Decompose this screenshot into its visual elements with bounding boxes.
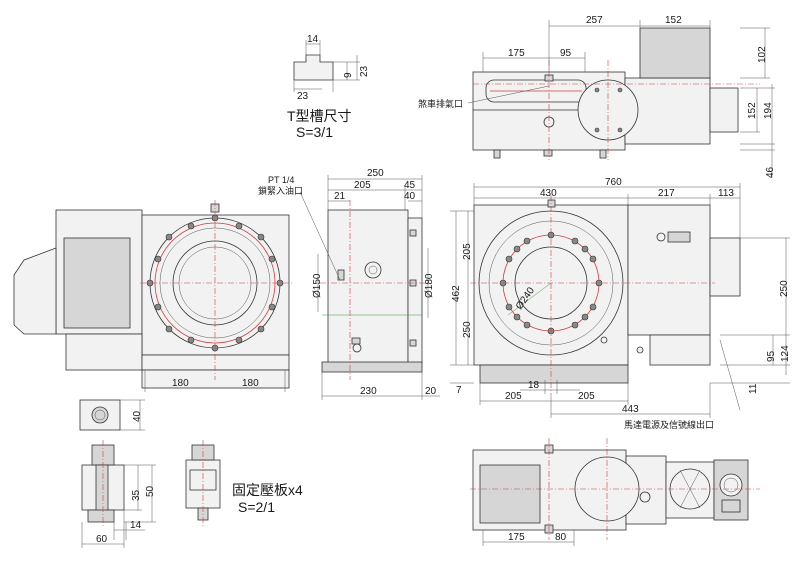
dim-r11: 11 xyxy=(748,383,759,394)
front-view-right: 760 430 217 113 205 462 250 Ø240 250 95 … xyxy=(450,177,791,430)
dim-r205b: 205 xyxy=(578,391,595,402)
dim-mid205: 205 xyxy=(354,180,371,191)
dim-r205a: 205 xyxy=(505,391,522,402)
dim-r430: 430 xyxy=(540,188,557,199)
dim-top194: 194 xyxy=(763,102,774,119)
dim-mid45: 45 xyxy=(404,180,416,191)
dim-b175: 175 xyxy=(508,532,525,543)
dim-r443: 443 xyxy=(622,404,639,415)
dim-c60: 60 xyxy=(96,534,108,545)
dim-left180a: 180 xyxy=(172,378,189,389)
dim-r113: 113 xyxy=(718,188,734,199)
dim-r124: 124 xyxy=(780,345,791,362)
dim-mid250: 250 xyxy=(367,168,384,179)
clamp-scale: S=2/1 xyxy=(238,499,275,515)
dim-c50: 50 xyxy=(145,485,156,497)
dim-top175: 175 xyxy=(508,48,525,59)
dim-r95: 95 xyxy=(766,350,777,362)
clamp-detail: 40 35 50 14 60 固定壓板x4 S=2/1 xyxy=(79,399,303,548)
dim-t23b: 23 xyxy=(359,65,370,77)
dim-r217: 217 xyxy=(658,188,675,199)
dim-r205v: 205 xyxy=(462,243,473,260)
dim-top102: 102 xyxy=(757,46,768,63)
dim-mid20: 20 xyxy=(425,386,437,397)
dim-mid21: 21 xyxy=(334,191,346,202)
dim-top152: 152 xyxy=(665,15,682,26)
dim-top152v: 152 xyxy=(747,102,758,119)
dim-mid150: Ø150 xyxy=(312,273,323,298)
motor-outlet-label: 馬達電源及信號線出口 xyxy=(624,419,714,430)
dim-mid40: 40 xyxy=(404,191,416,202)
dim-c35: 35 xyxy=(131,489,142,501)
dim-r462: 462 xyxy=(451,285,462,302)
dim-mid230: 230 xyxy=(360,386,377,397)
t-slot-detail: 14 23 9 23 T型槽尺寸 S=3/1 xyxy=(287,34,370,140)
dim-c40: 40 xyxy=(132,410,143,422)
front-view-left: 180 180 xyxy=(13,200,292,392)
t-slot-title: T型槽尺寸 xyxy=(287,108,352,124)
dim-c14: 14 xyxy=(130,520,142,531)
dim-top95: 95 xyxy=(560,48,572,59)
dim-r760: 760 xyxy=(605,177,622,188)
t-slot-scale: S=3/1 xyxy=(296,124,333,140)
pt-label-2: 鎖緊入油口 xyxy=(258,185,303,196)
clamp-title: 固定壓板x4 xyxy=(232,482,303,498)
dim-t23a: 23 xyxy=(297,91,309,102)
dim-b80: 80 xyxy=(555,532,567,543)
pt-label-1: PT 1/4 xyxy=(268,175,294,185)
brake-vent-label: 煞車排氣口 xyxy=(418,98,463,109)
dim-mid180: Ø180 xyxy=(424,273,435,298)
dim-r250v: 250 xyxy=(462,321,473,338)
dim-t14: 14 xyxy=(307,34,319,45)
dim-r250r: 250 xyxy=(779,280,790,297)
dim-top46: 46 xyxy=(765,166,776,178)
dim-r7: 7 xyxy=(456,385,462,396)
dim-t9: 9 xyxy=(343,72,354,78)
dim-left180b: 180 xyxy=(242,378,259,389)
top-view: 257 152 175 95 102 152 194 46 煞車排氣口 xyxy=(418,15,776,178)
bottom-view: 175 80 xyxy=(470,438,760,546)
dim-top257: 257 xyxy=(586,15,603,26)
dim-r18: 18 xyxy=(528,380,540,391)
side-view-center: 250 205 45 21 40 Ø150 Ø180 230 20 PT 1/4… xyxy=(258,168,440,400)
